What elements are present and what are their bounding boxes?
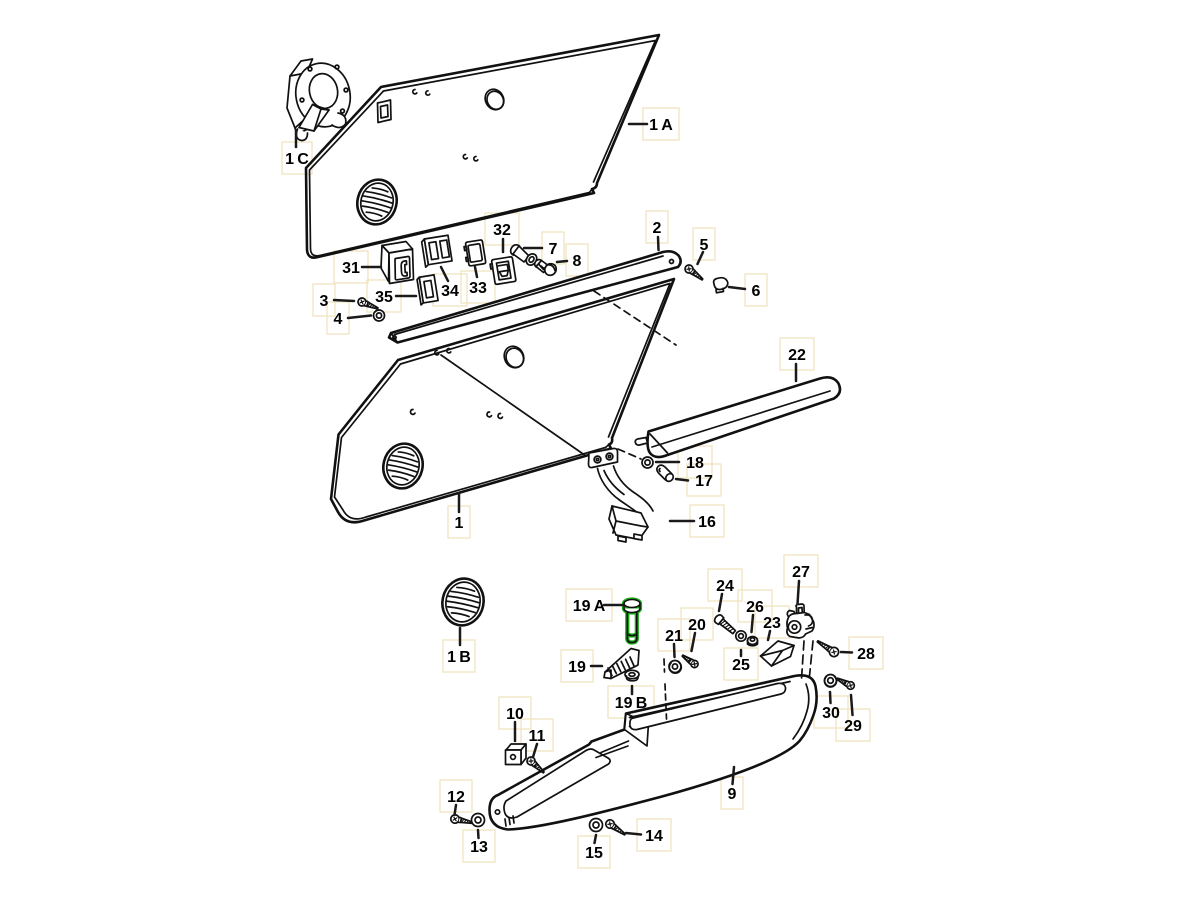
svg-text:33: 33 [469, 280, 487, 297]
svg-text:34: 34 [441, 283, 459, 300]
svg-text:24: 24 [716, 578, 734, 595]
svg-text:6: 6 [752, 283, 761, 300]
svg-text:15: 15 [585, 845, 603, 862]
svg-text:35: 35 [375, 289, 393, 306]
svg-text:23: 23 [763, 615, 781, 632]
svg-text:2: 2 [653, 220, 662, 237]
svg-text:5: 5 [700, 237, 709, 254]
svg-text:17: 17 [695, 473, 713, 490]
svg-text:28: 28 [857, 646, 875, 663]
svg-text:30: 30 [822, 705, 840, 722]
svg-text:22: 22 [788, 347, 806, 364]
svg-text:4: 4 [334, 311, 343, 328]
svg-text:1 A: 1 A [649, 117, 673, 134]
svg-text:7: 7 [549, 241, 558, 258]
svg-text:19 A: 19 A [573, 598, 606, 615]
svg-text:26: 26 [746, 599, 764, 616]
svg-text:19: 19 [568, 659, 586, 676]
svg-text:1: 1 [455, 515, 464, 532]
svg-text:14: 14 [645, 828, 663, 845]
svg-text:27: 27 [792, 564, 810, 581]
svg-text:21: 21 [665, 628, 683, 645]
svg-text:32: 32 [493, 222, 511, 239]
svg-text:20: 20 [688, 617, 706, 634]
svg-text:1 C: 1 C [285, 151, 309, 168]
svg-text:8: 8 [573, 253, 582, 270]
svg-text:31: 31 [342, 260, 360, 277]
svg-text:11: 11 [529, 728, 546, 745]
svg-text:18: 18 [686, 455, 704, 472]
svg-text:3: 3 [320, 293, 329, 310]
svg-text:16: 16 [698, 514, 716, 531]
svg-text:10: 10 [506, 706, 524, 723]
svg-text:25: 25 [732, 657, 750, 674]
svg-text:13: 13 [470, 839, 488, 856]
svg-text:29: 29 [844, 718, 862, 735]
svg-text:9: 9 [728, 786, 737, 803]
svg-text:19 B: 19 B [615, 695, 648, 712]
svg-text:1 B: 1 B [447, 649, 471, 666]
svg-text:12: 12 [447, 789, 465, 806]
